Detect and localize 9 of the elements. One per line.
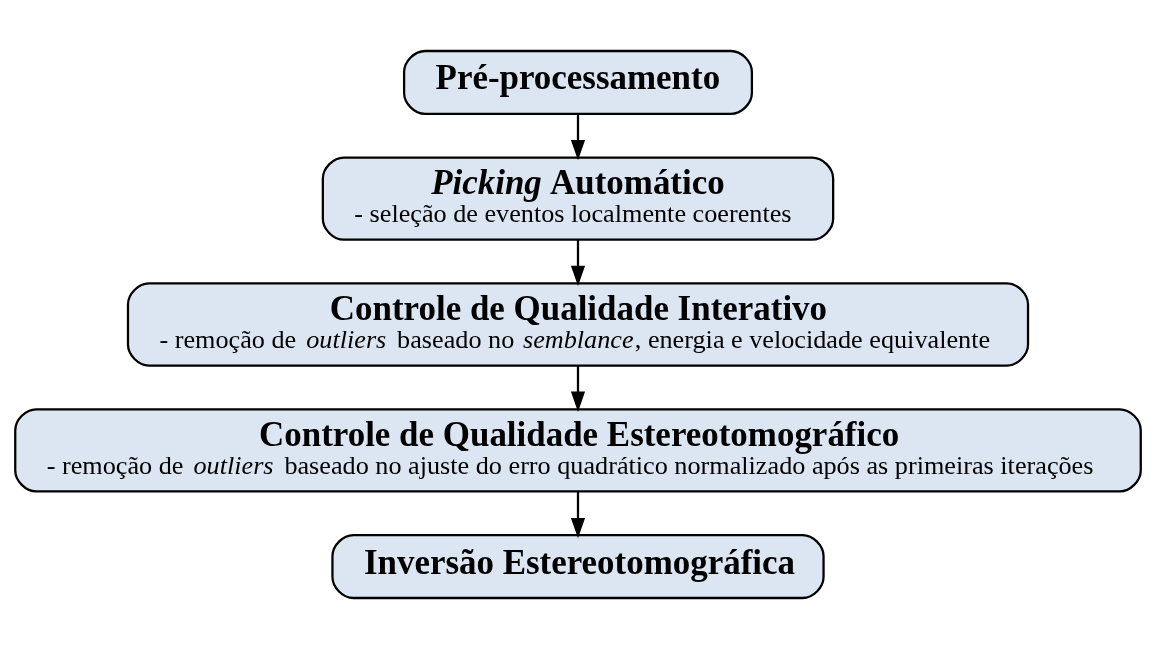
- arrow: [570, 365, 586, 412]
- arrow: [570, 114, 586, 161]
- node-box: Picking Automático - seleção de eventos localmente coerentes: [321, 156, 835, 241]
- arrow: [570, 239, 586, 287]
- node-box: Inversão Estereotomográfica: [331, 533, 825, 600]
- node-box: Controle de Qualidade Interativo - remoção de outliers baseado no semblance, energia e velocidade equivalente: [126, 282, 1030, 367]
- arrow: [570, 491, 586, 539]
- node-box: Controle de Qualidade Estereotomográfico - remoção de outliers baseado no ajuste do erro quadrático normalizado após as primeiras iterações: [14, 408, 1142, 493]
- node-box: Pré-processamento: [402, 49, 754, 116]
